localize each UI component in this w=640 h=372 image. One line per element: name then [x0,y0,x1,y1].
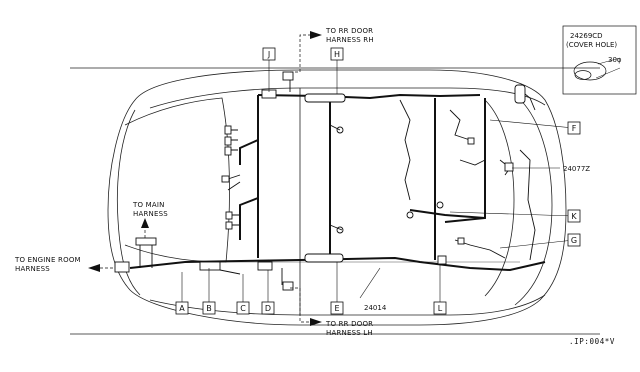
svg-text:K: K [571,212,577,221]
part-24014: 24014 [364,304,387,312]
arrow-up-icon [141,218,149,228]
connector-label-K: K [567,209,581,223]
main-harness-text-1: TO MAIN [132,201,165,209]
main-harness-text-2: HARNESS [133,210,168,218]
connector-label-E: E [330,301,344,315]
harness-trunk [129,93,546,272]
connector-label-B: B [202,301,216,315]
connector-label-G: G [567,233,581,247]
cover-hole-inset: 24269CD (COVER HOLE) 30φ [562,25,637,95]
cover-hole-size: 30φ [608,56,622,64]
rr-door-lh-text-1: TO RR DOOR [325,320,373,328]
connector-label-H: H [330,47,344,61]
svg-text:J: J [267,50,270,59]
connector-blocks [114,71,526,291]
svg-text:E: E [334,304,339,313]
svg-text:C: C [240,304,246,313]
svg-text:D: D [265,304,271,313]
svg-text:A: A [179,304,185,313]
connector-label-A: A [175,301,189,315]
connector-label-F: F [567,121,581,135]
drawing-code: .IP:004*V [569,337,615,346]
cover-hole-description: (COVER HOLE) [566,41,617,49]
connector-label-L: L [433,301,447,315]
grommets [336,126,444,234]
cover-hole-part-number: 24269CD [570,32,603,40]
svg-text:L: L [438,304,443,313]
connector-label-C: C [236,301,250,315]
rr-door-rh-text-2: HARNESS RH [326,36,374,44]
annotation-leaders [144,34,310,323]
rr-door-lh-text-2: HARNESS LH [326,329,373,337]
arrow-heads [88,31,322,326]
connector-label-D: D [261,301,275,315]
part-24077Z: 24077Z [563,165,590,173]
svg-text:F: F [572,124,577,133]
rr-door-rh-text-1: TO RR DOOR [325,27,373,35]
engine-room-text-2: HARNESS [15,265,50,273]
leader-lines [181,58,575,302]
arrow-right-icon [310,31,322,39]
svg-text:H: H [334,50,340,59]
arrow-left-icon [88,264,100,272]
engine-room-text-1: TO ENGINE ROOM [14,256,81,264]
connector-label-J: J [262,47,276,61]
svg-text:G: G [571,236,577,245]
svg-text:B: B [206,304,212,313]
car-body-outline [70,67,600,335]
arrow-right-icon [310,318,322,326]
